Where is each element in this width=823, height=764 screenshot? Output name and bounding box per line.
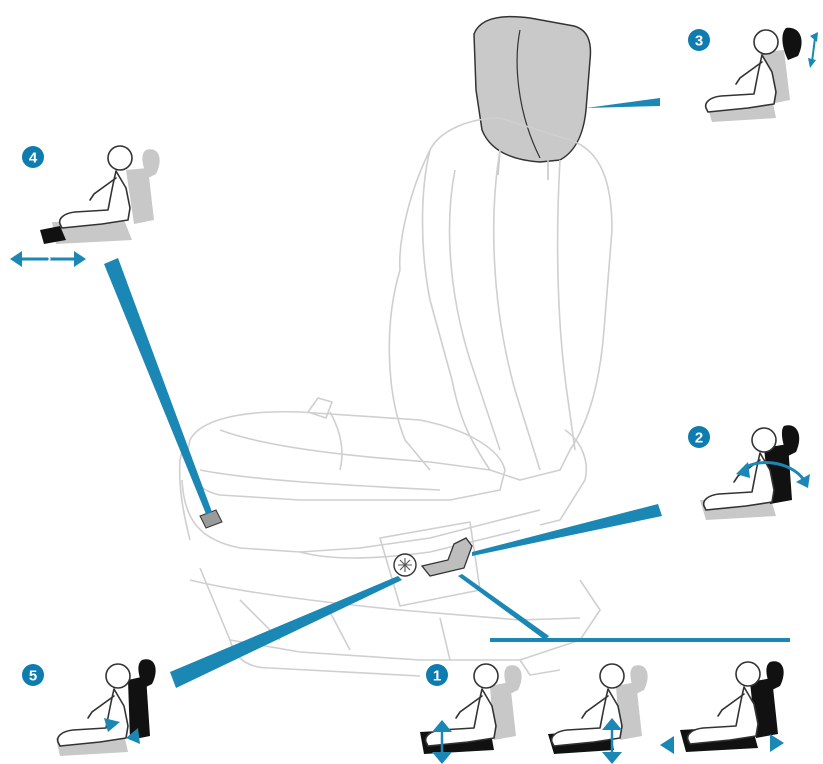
callout-number-5: 5 (29, 668, 37, 685)
backrest-recline-icon (700, 425, 810, 520)
callout-number-1: 1 (433, 668, 441, 685)
leader-lines (104, 98, 790, 688)
lumbar-support-icon (56, 659, 156, 756)
leader-line-4 (104, 258, 212, 514)
cushion-tilt-panel (548, 664, 648, 764)
seat-switches (200, 510, 472, 576)
seat-cushion (188, 412, 505, 500)
seat-switch (422, 538, 472, 576)
callout-number-3: 3 (695, 33, 703, 50)
leader-line-3 (586, 98, 660, 108)
callout-number-4: 4 (29, 150, 38, 167)
leader-line-2 (472, 504, 662, 556)
backrest (423, 118, 613, 480)
callout-2: 2 (688, 425, 810, 520)
headrest-height-icon (706, 28, 818, 122)
callout-4: 4 (10, 146, 160, 267)
leader-line-5 (170, 576, 402, 688)
seat-height-and-cushion-adjust-icon (420, 661, 784, 764)
leader-bar-1 (490, 638, 790, 642)
callout-5: 5 (22, 659, 156, 756)
seat-slide-panel (660, 661, 784, 754)
fore-aft-lever (200, 510, 222, 528)
leader-line-1 (458, 574, 549, 640)
callout-3: 3 (688, 28, 818, 122)
callout-number-2: 2 (695, 430, 703, 447)
callout-1: 1 (420, 661, 784, 764)
